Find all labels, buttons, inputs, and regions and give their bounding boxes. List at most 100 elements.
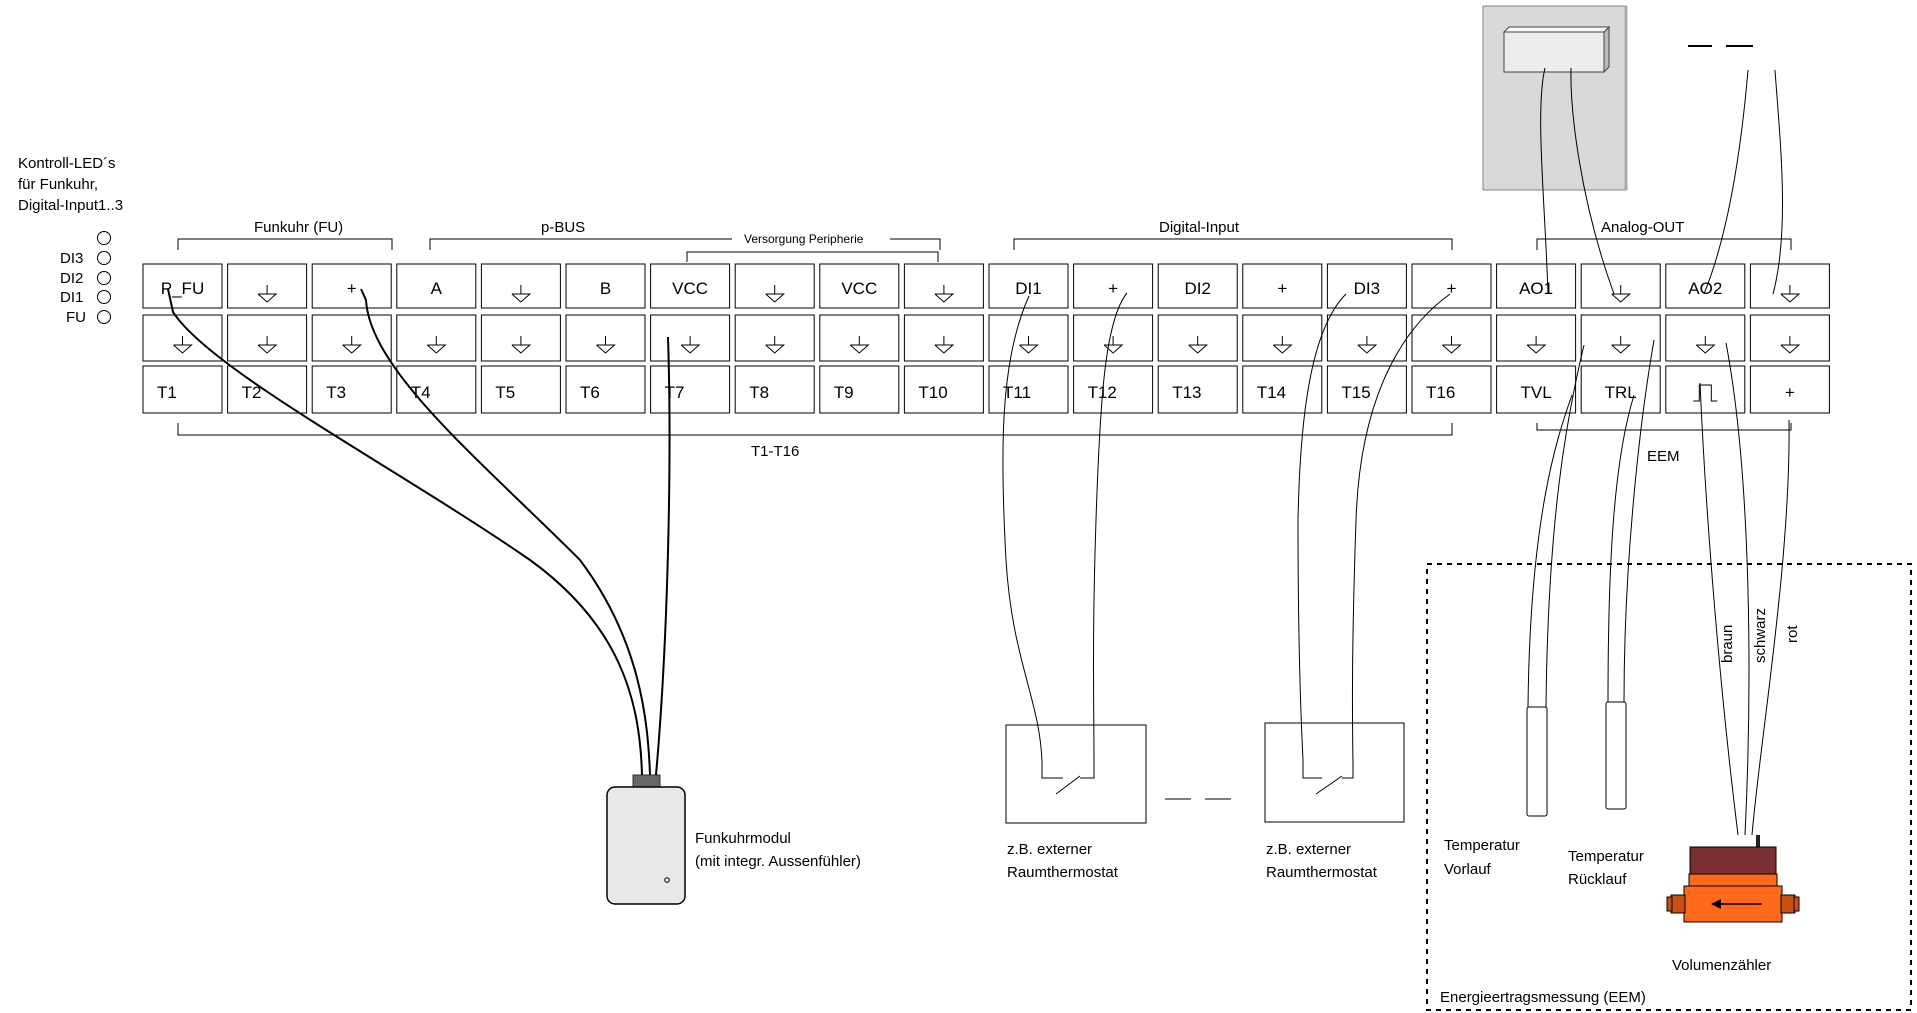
wire-t12	[1093, 292, 1128, 766]
terminal-bottom-label-15: T15	[1341, 383, 1370, 402]
terminal-cell-10-row-3	[903, 365, 984, 414]
wire-label-braun: braun	[1719, 625, 1736, 663]
terminal-cell-9-row-1	[819, 263, 900, 309]
terminal-bottom-label-13: T13	[1172, 383, 1201, 402]
group-label-pbus: p-BUS	[541, 219, 585, 236]
terminal-bottom-label-16: T16	[1426, 383, 1455, 402]
terminal-cell-12-row-1	[1073, 263, 1154, 309]
terminal-bottom-label-8: T8	[749, 383, 769, 402]
funkuhr-module-label: Funkuhrmodul	[695, 830, 791, 847]
terminal-cell-3-row-3	[311, 365, 392, 414]
terminal-cell-20-row-3	[1749, 365, 1830, 414]
terminal-cell-14-row-1	[1242, 263, 1323, 309]
group-label-eem: EEM	[1647, 448, 1680, 465]
wire-label-schwarz: schwarz	[1752, 608, 1769, 663]
terminal-cell-13-row-1	[1157, 263, 1238, 309]
terminal-top-label-7: VCC	[672, 279, 708, 298]
led-panel: Kontroll-LED´s für Funkuhr, Digital-Inpu…	[18, 155, 123, 326]
wire-di3	[1297, 293, 1347, 761]
sensor-ruecklauf-label: Temperatur	[1568, 848, 1644, 865]
terminal-cell-13-row-3	[1157, 365, 1238, 414]
terminal-top-label-9: VCC	[841, 279, 877, 298]
terminal-cell-9-row-3	[819, 365, 900, 414]
wire-p-fu	[167, 288, 643, 776]
group-brackets	[177, 238, 1792, 436]
thermostat-1-sublabel: Raumthermostat	[1007, 864, 1119, 881]
volumenzaehler-device	[1666, 835, 1800, 923]
terminal-bottom-label-20: +	[1785, 383, 1795, 402]
wire-di1	[1002, 295, 1043, 763]
thermostat-1	[1005, 724, 1147, 824]
sensor-vorlauf-sublabel: Vorlauf	[1444, 861, 1492, 878]
led-indicator	[97, 231, 111, 245]
group-label-analog-out: Analog-OUT	[1601, 219, 1684, 236]
wire-label-rot: rot	[1784, 625, 1801, 643]
sensor-ruecklauf-sublabel: Rücklauf	[1568, 871, 1627, 888]
group-label-digital-input: Digital-Input	[1159, 219, 1240, 236]
terminal-top-label-19: AO2	[1688, 279, 1722, 298]
terminal-cell-7-row-1	[650, 263, 731, 309]
terminal-cell-1-row-1	[142, 263, 223, 309]
terminal-bottom-label-4: T4	[411, 383, 431, 402]
terminal-cell-16-row-1	[1411, 263, 1492, 309]
terminal-cell-3-row-1	[311, 263, 392, 309]
led-label-fu: FU	[66, 309, 86, 326]
bracket-funkuhr	[177, 238, 393, 250]
terminal-top-label-4: A	[431, 279, 443, 298]
led-label-di3: DI3	[60, 250, 83, 267]
terminal-bottom-label-3: T3	[326, 383, 346, 402]
funkuhr-module	[606, 774, 686, 905]
bracket-digital-input	[1013, 238, 1453, 250]
terminal-cell-16-row-3	[1411, 365, 1492, 414]
thermostat-2	[1264, 722, 1405, 823]
terminal-cell-7-row-3	[650, 365, 731, 414]
wire-vcc	[655, 336, 671, 776]
bracket-t1-t16	[177, 423, 1453, 436]
terminal-cell-4-row-1	[396, 263, 477, 309]
wire-schwarz	[1725, 342, 1750, 836]
terminal-top-label-12: +	[1108, 279, 1118, 298]
terminal-cell-17-row-3	[1496, 365, 1577, 414]
wires	[167, 67, 1790, 836]
wire-tvl-b	[1545, 344, 1585, 708]
bracket-eem	[1536, 423, 1792, 431]
sensor-vorlauf-label: Temperatur	[1444, 837, 1520, 854]
sensor-vorlauf	[1526, 706, 1548, 817]
group-label-funkuhr: Funkuhr (FU)	[254, 219, 343, 236]
bracket-analog-out	[1536, 238, 1792, 250]
led-indicator-di2	[97, 271, 111, 285]
terminal-bottom-label-17: TVL	[1521, 383, 1552, 402]
display-unit	[1482, 5, 1628, 191]
terminal-bottom-label-10: T10	[918, 383, 947, 402]
terminal-bottom-label-5: T5	[495, 383, 515, 402]
volumenzaehler-label: Volumenzähler	[1672, 957, 1771, 974]
led-label-di1: DI1	[60, 289, 83, 306]
terminal-bottom-label-6: T6	[580, 383, 600, 402]
terminal-cell-5-row-3	[480, 365, 561, 414]
terminal-bottom-label-11: T11	[1003, 383, 1031, 402]
terminal-bottom-label-14: T14	[1257, 383, 1286, 402]
terminal-top-label-13: DI2	[1184, 279, 1210, 298]
terminal-cell-19-row-3	[1665, 365, 1746, 414]
terminal-cell-11-row-3	[988, 365, 1069, 414]
wire-braun	[1699, 382, 1739, 836]
terminal-bottom-label-1: T1	[157, 383, 177, 402]
terminal-top-label-11: DI1	[1015, 279, 1041, 298]
group-label-t-range: T1-T16	[751, 443, 799, 460]
terminal-bottom-label-2: T2	[242, 383, 262, 402]
eem-area-label: Energieertragsmessung (EEM)	[1440, 989, 1646, 1006]
thermostat-2-sublabel: Raumthermostat	[1266, 864, 1378, 881]
wire-tvl-a	[1527, 394, 1573, 708]
led-indicator-fu	[97, 310, 111, 324]
thermostat-2-label: z.B. externer	[1266, 841, 1351, 858]
terminal-cell-14-row-3	[1242, 365, 1323, 414]
terminal-bottom-label-9: T9	[834, 383, 854, 402]
terminal-cell-6-row-1	[565, 263, 646, 309]
terminal-cell-15-row-3	[1326, 365, 1407, 414]
terminal-cell-4-row-3	[396, 365, 477, 414]
terminal-top-label-15: DI3	[1354, 279, 1380, 298]
wire-plus	[360, 288, 651, 776]
terminal-cell-17-row-1	[1496, 263, 1577, 309]
bracket-pbus	[429, 238, 941, 250]
